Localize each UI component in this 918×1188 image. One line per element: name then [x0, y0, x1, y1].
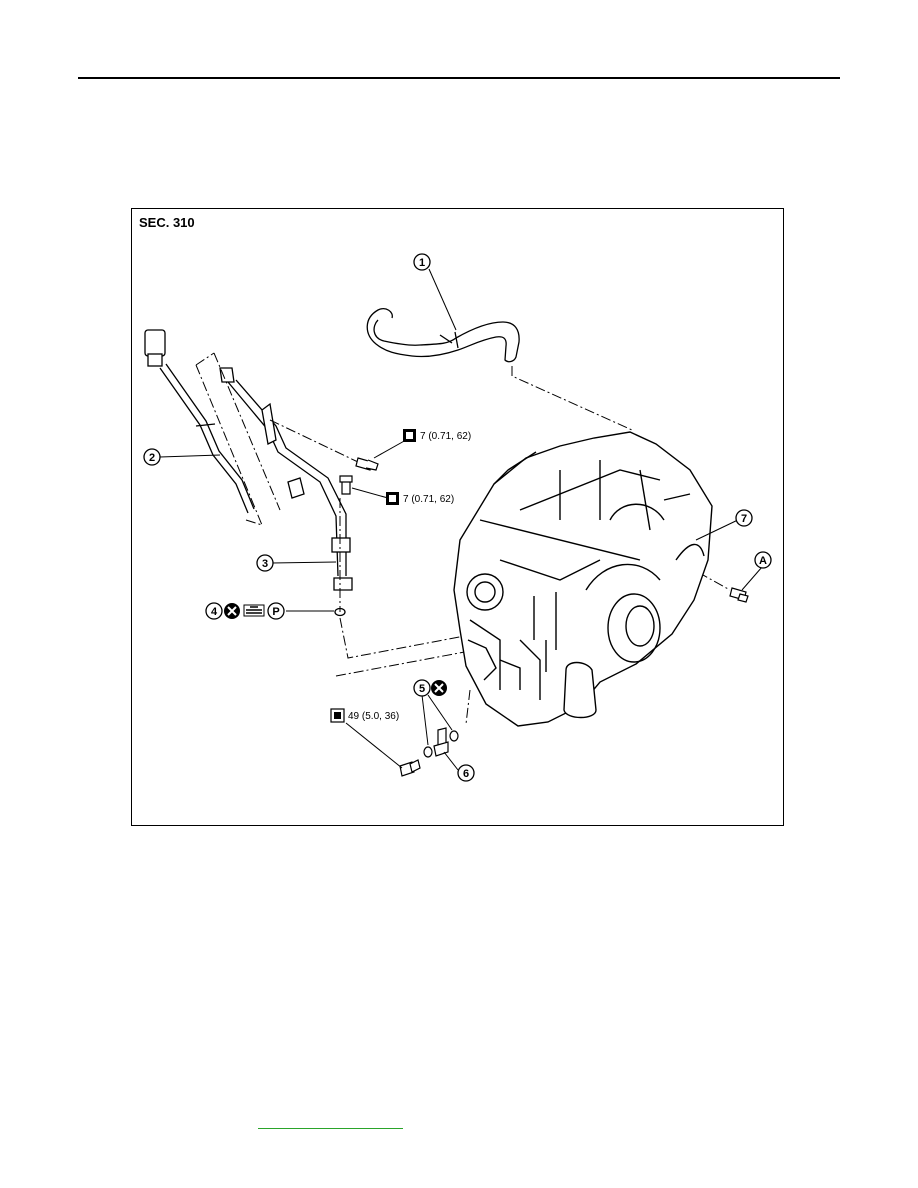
o-rings — [423, 730, 459, 758]
figure-frame — [131, 208, 784, 826]
callout-2: 2 — [143, 448, 161, 466]
torque-spec-plug: 49 (5.0, 36) — [348, 711, 399, 722]
do-not-reuse-icon — [224, 603, 240, 619]
sensor-part — [433, 727, 449, 757]
torque-spec-upper: 7 (0.71, 62) — [420, 431, 471, 442]
callout-5: 5 — [413, 679, 431, 697]
callout-1-label: 1 — [419, 257, 425, 269]
bolt-lower — [339, 475, 353, 495]
callout-a: A — [754, 551, 772, 569]
torque-icon — [330, 708, 345, 723]
callout-7: 7 — [735, 509, 753, 527]
callout-6-label: 6 — [463, 768, 469, 780]
p-symbol-icon: P — [267, 602, 285, 620]
dipstick-part — [144, 329, 255, 514]
torque-spec-lower: 7 (0.71, 62) — [403, 494, 454, 505]
callout-3-label: 3 — [262, 558, 268, 570]
callout-3: 3 — [256, 554, 274, 572]
callout-4: 4 — [205, 602, 223, 620]
bolt-plug — [399, 759, 421, 777]
bolt-a — [729, 587, 749, 603]
do-not-reuse-icon — [431, 680, 447, 696]
footer-link[interactable] — [258, 1128, 403, 1129]
p-symbol-label: P — [272, 606, 279, 618]
torque-icon — [403, 429, 416, 442]
callout-5-label: 5 — [419, 683, 425, 695]
header-rule — [78, 77, 840, 79]
callout-1: 1 — [413, 253, 431, 271]
callout-6: 6 — [457, 764, 475, 782]
fluid-application-icon — [243, 604, 265, 617]
hose-part — [366, 308, 520, 363]
leader-lines — [159, 268, 763, 771]
callout-4-label: 4 — [211, 606, 218, 618]
callout-7-label: 7 — [741, 513, 747, 525]
bolt-upper — [355, 457, 379, 471]
transaxle-assembly — [453, 431, 713, 727]
section-label: SEC. 310 — [139, 215, 195, 230]
callout-2-label: 2 — [149, 452, 155, 464]
charging-pipe-part — [219, 367, 353, 617]
torque-icon — [386, 492, 399, 505]
callout-a-label: A — [759, 555, 767, 567]
